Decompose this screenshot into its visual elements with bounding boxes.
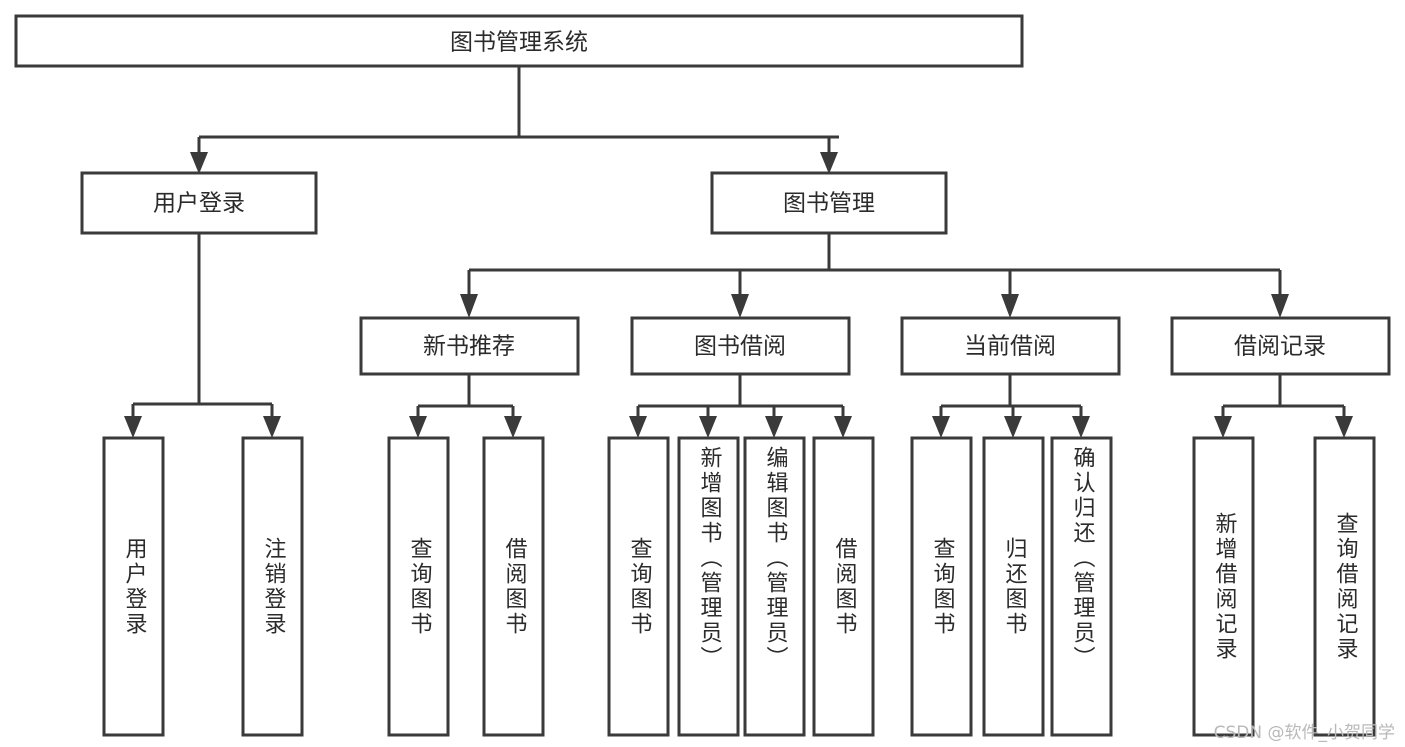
connectors-newbook-to-leaves (409, 375, 522, 438)
leaf-box[interactable] (387, 436, 450, 737)
leaf-boxes-user-login (102, 436, 304, 737)
leaf-boxes-new-book-recommend (387, 436, 545, 737)
leaf-box[interactable] (241, 436, 304, 737)
leaf-box[interactable] (677, 436, 740, 737)
node-root-system[interactable]: 图书管理系统 (14, 14, 1024, 68)
connectors-currentborrow-to-leaves (932, 375, 1090, 438)
connectors-borrowrecord-to-leaves (1214, 375, 1353, 438)
leaf-box[interactable] (1050, 436, 1113, 737)
leaf-box[interactable] (1192, 436, 1255, 737)
leaf-box[interactable] (812, 436, 875, 737)
leaf-box[interactable] (910, 436, 973, 737)
node-label-new-book-recommend: 新书推荐 (423, 334, 515, 360)
leaf-boxes-borrow-record (1192, 436, 1376, 737)
node-current-borrow[interactable]: 当前借阅 (900, 316, 1121, 376)
leaf-boxes-current-borrow (910, 436, 1113, 737)
node-user-login[interactable]: 用户登录 (80, 171, 318, 235)
leaf-box[interactable] (1313, 436, 1376, 737)
node-new-book-recommend[interactable]: 新书推荐 (359, 316, 580, 376)
leaf-box[interactable] (102, 436, 165, 737)
connectors-root-to-level1 (190, 67, 839, 174)
watermark-text: CSDN @软件_小贺同学 (1213, 723, 1395, 743)
connectors-userlogin-to-leaves (124, 234, 281, 438)
leaf-boxes-book-borrow (607, 436, 875, 737)
node-label-book-borrow: 图书借阅 (694, 334, 786, 360)
node-label-borrow-record: 借阅记录 (1234, 334, 1326, 360)
node-book-management[interactable]: 图书管理 (710, 171, 948, 235)
node-borrow-record[interactable]: 借阅记录 (1170, 316, 1391, 376)
connectors-bookborrow-to-leaves (629, 375, 852, 438)
leaf-box[interactable] (482, 436, 545, 737)
node-label-user-login: 用户登录 (153, 191, 245, 217)
node-label-book-management: 图书管理 (783, 191, 875, 217)
leaf-box[interactable] (607, 436, 670, 737)
node-book-borrow[interactable]: 图书借阅 (630, 316, 851, 376)
node-label-root: 图书管理系统 (450, 30, 588, 56)
connectors-bookmgmt-to-level2 (460, 234, 1289, 318)
leaf-box[interactable] (982, 436, 1045, 737)
node-label-current-borrow: 当前借阅 (964, 334, 1056, 360)
leaf-box[interactable] (743, 436, 806, 737)
